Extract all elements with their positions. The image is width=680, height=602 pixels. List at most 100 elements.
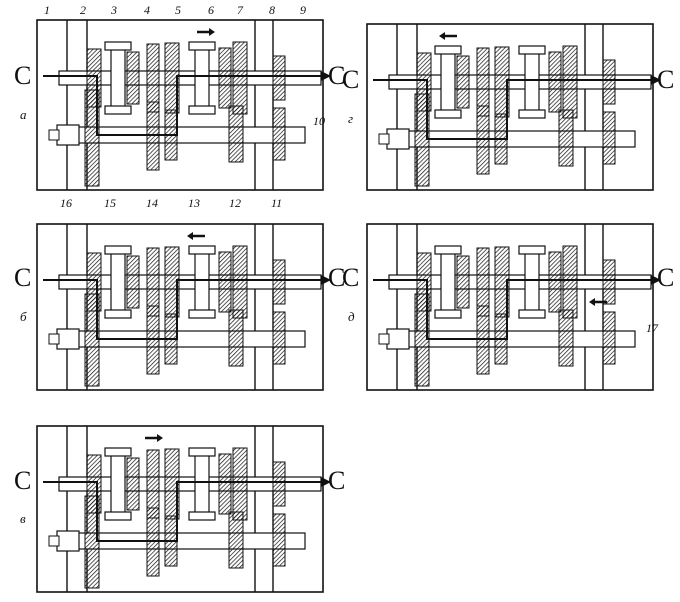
main-gear <box>232 447 248 521</box>
main-gear <box>548 51 562 113</box>
fork-top <box>104 245 132 255</box>
fork-bottom <box>104 105 132 115</box>
sync-hub-1 <box>110 453 126 515</box>
panel-a-c-left: С <box>14 61 32 90</box>
sync-hub-2 <box>524 251 540 313</box>
panel-g-c-left: С <box>342 65 360 94</box>
panel-d-c-left: С <box>342 263 360 292</box>
fork-bottom <box>518 309 546 319</box>
counter-gear <box>272 107 286 161</box>
gearbox-panel-v <box>36 425 331 593</box>
flow-arrowhead <box>651 75 661 85</box>
main-gear <box>456 55 470 109</box>
housing-frame <box>36 223 324 391</box>
output-gear <box>272 259 286 305</box>
fork-top <box>188 447 216 457</box>
counter-gear <box>228 309 244 367</box>
part-label-12: 12 <box>229 196 241 210</box>
panel-b-c-left: С <box>14 263 32 292</box>
flow-arrowhead <box>321 477 331 487</box>
part-label-7: 7 <box>237 3 243 17</box>
main-gear <box>218 453 232 515</box>
fork-top <box>434 245 462 255</box>
main-gear <box>126 51 140 105</box>
fork-bottom <box>188 511 216 521</box>
flow-arrowhead <box>321 71 331 81</box>
counter-gear <box>602 111 616 165</box>
shaft-bolt <box>48 535 60 547</box>
shaft-nut <box>386 128 410 150</box>
panel-b-letter: б <box>20 309 27 324</box>
sync-hub-1 <box>440 251 456 313</box>
panel-d-letter: д <box>348 309 355 324</box>
gearbox-panel-d <box>366 223 661 391</box>
power-flow-line <box>43 481 329 542</box>
panel-v-letter: в <box>20 511 26 526</box>
sync-hub-1 <box>110 251 126 313</box>
gearbox-panel-a <box>36 19 331 191</box>
output-gear <box>272 461 286 507</box>
fork-top <box>104 41 132 51</box>
fork-top <box>104 447 132 457</box>
shift-arrowhead <box>589 298 595 306</box>
fork-bottom <box>434 309 462 319</box>
main-gear <box>232 41 248 115</box>
panel-d-c-right: С <box>657 263 675 292</box>
fork-bottom <box>104 309 132 319</box>
part-label-13: 13 <box>188 196 200 210</box>
part-label-16: 16 <box>60 196 72 210</box>
part-label-9: 9 <box>300 3 306 17</box>
shift-arrowhead <box>439 32 445 40</box>
counter-gear <box>558 109 574 167</box>
power-flow-line <box>373 79 659 140</box>
gearbox-panel-g <box>366 23 661 191</box>
power-flow-line <box>43 75 329 136</box>
panel-a-letter: а <box>20 107 27 122</box>
fork-top <box>188 41 216 51</box>
counter-gear <box>228 511 244 569</box>
shaft-nut <box>56 530 80 552</box>
shaft-bolt <box>48 129 60 141</box>
fork-top <box>188 245 216 255</box>
output-gear <box>272 55 286 101</box>
sync-hub-2 <box>194 251 210 313</box>
fork-top <box>518 245 546 255</box>
shaft-bolt <box>378 133 390 145</box>
panel-a-c-right: С <box>328 61 346 90</box>
panel-b-c-right: С <box>328 263 346 292</box>
power-flow-line <box>373 279 659 340</box>
part-label-10: 10 <box>313 114 325 128</box>
fork-bottom <box>104 511 132 521</box>
shift-arrowhead <box>187 232 193 240</box>
sync-hub-2 <box>194 47 210 109</box>
main-gear <box>562 45 578 119</box>
panel-v-c-right: С <box>328 466 346 495</box>
main-gear <box>218 251 232 313</box>
housing-frame <box>366 23 654 191</box>
part-label-3: 3 <box>111 3 117 17</box>
flow-arrowhead <box>321 275 331 285</box>
part-label-8: 8 <box>269 3 275 17</box>
counter-gear <box>558 309 574 367</box>
main-gear <box>232 245 248 319</box>
fork-bottom <box>434 109 462 119</box>
shaft-nut <box>56 328 80 350</box>
shaft-bolt <box>378 333 390 345</box>
shift-arrowhead <box>209 28 215 36</box>
main-gear <box>126 255 140 309</box>
shift-arrowhead <box>157 434 163 442</box>
main-gear <box>126 457 140 511</box>
panel-v-c-left: С <box>14 466 32 495</box>
housing-frame <box>36 19 324 191</box>
main-gear <box>548 251 562 313</box>
output-gear <box>602 259 616 305</box>
part-label-14: 14 <box>146 196 158 210</box>
main-gear <box>456 255 470 309</box>
part-label-1: 1 <box>44 3 50 17</box>
counter-gear <box>84 89 100 187</box>
sync-hub-1 <box>110 47 126 109</box>
part-label-6: 6 <box>208 3 214 17</box>
output-gear <box>602 59 616 105</box>
fork-bottom <box>188 309 216 319</box>
